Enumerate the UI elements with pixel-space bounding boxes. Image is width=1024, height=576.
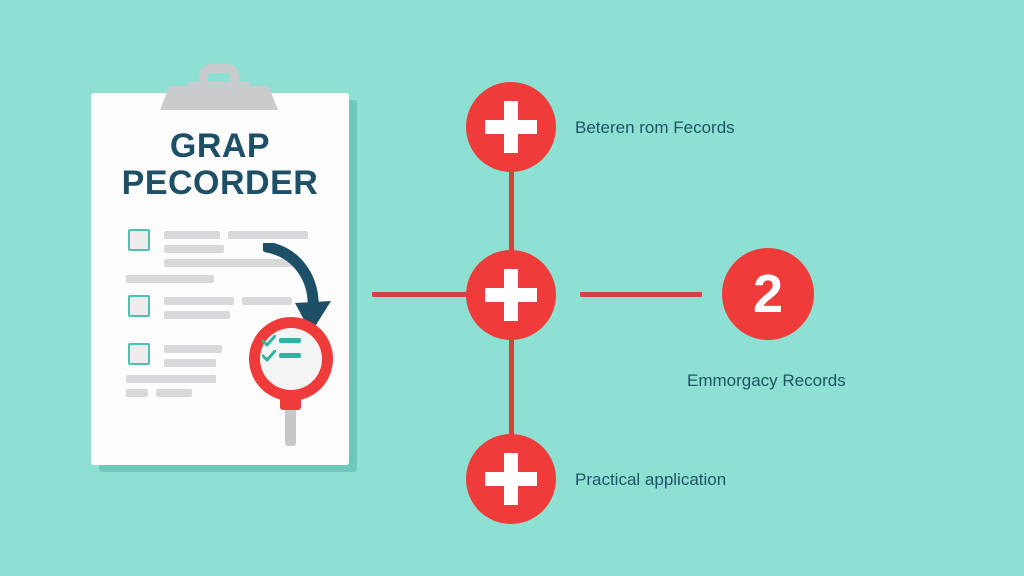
node-label-bottom: Practical application	[575, 470, 727, 489]
text-bar	[164, 259, 299, 267]
checkbox-1[interactable]	[128, 229, 150, 251]
text-bar	[126, 375, 216, 383]
magnifier-checklist-icon	[249, 317, 333, 401]
text-bar	[164, 345, 222, 353]
magnifier-handle	[285, 382, 296, 446]
checkbox-3[interactable]	[128, 343, 150, 365]
lens-line	[279, 338, 301, 343]
text-bar	[164, 297, 234, 305]
node-plus-center[interactable]	[466, 250, 556, 340]
text-bar	[228, 231, 308, 239]
text-bar	[164, 311, 230, 319]
connector-vertical-bottom	[509, 300, 514, 450]
check-icon	[262, 335, 276, 347]
connector-horizontal-right	[580, 292, 702, 297]
node-plus-bottom[interactable]	[466, 434, 556, 524]
page-title: GRAP PECORDER	[91, 128, 349, 201]
text-bar	[164, 359, 216, 367]
magnifier-lens-rows	[262, 335, 302, 363]
text-bar	[164, 245, 224, 253]
curved-down-arrow-icon	[263, 243, 331, 333]
connector-vertical-top	[509, 165, 514, 305]
page-title-line-1: GRAP	[169, 127, 271, 165]
checkbox-2[interactable]	[128, 295, 150, 317]
check-icon	[262, 350, 276, 362]
lens-line	[279, 353, 301, 358]
connector-horizontal-left	[372, 292, 507, 297]
page-title-line-2: PECORDER	[121, 163, 319, 202]
badge-value: 2	[752, 264, 784, 324]
text-bar	[126, 389, 148, 397]
status-badge[interactable]: 2	[722, 248, 814, 340]
badge-label: Emmorgacy Records	[687, 371, 846, 390]
text-bar	[164, 231, 220, 239]
node-label-top: Beteren rom Fecords	[575, 118, 735, 137]
plus-icon	[485, 120, 537, 134]
text-bar	[242, 297, 292, 305]
plus-icon	[485, 472, 537, 486]
node-plus-top[interactable]	[466, 82, 556, 172]
plus-icon	[485, 288, 537, 302]
text-bar	[126, 275, 214, 283]
clip-ring	[199, 64, 239, 106]
text-bar	[156, 389, 192, 397]
clipboard-clip-icon	[160, 64, 278, 110]
